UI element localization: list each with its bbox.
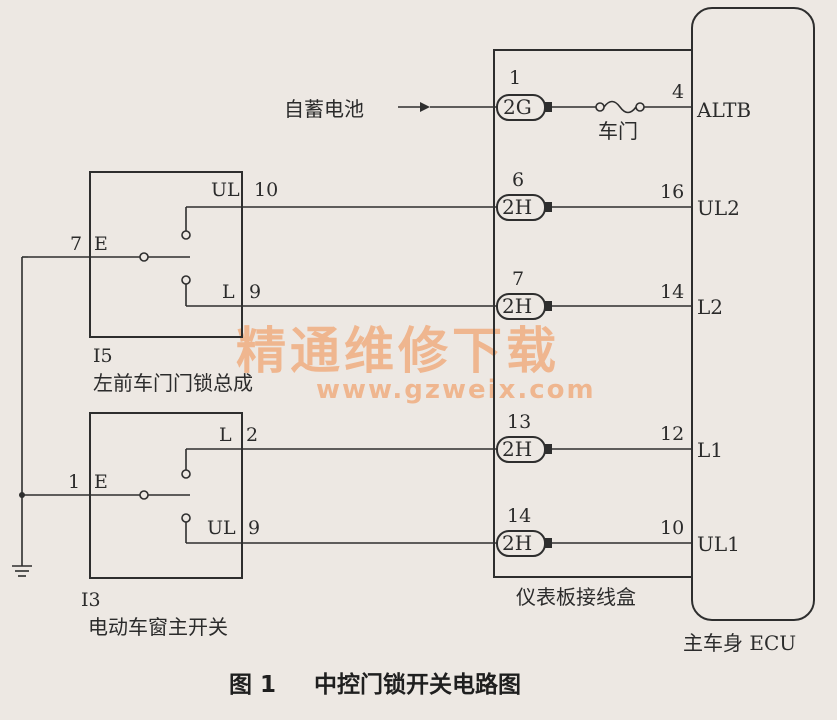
i3-bottom-label: UL <box>207 517 236 539</box>
conn-7-pin: 7 <box>512 268 524 290</box>
conn-6-pin: 6 <box>512 169 524 191</box>
ecu-pin-ul1-label: UL1 <box>697 532 740 556</box>
i5-top-pin: 10 <box>254 179 278 201</box>
i3-ground-label: E <box>94 471 108 493</box>
conn-14-terminal <box>545 538 552 548</box>
fuse-terminal-right <box>635 102 645 112</box>
i5-bottom-contact <box>181 275 191 285</box>
caption-fig: 图 1 <box>229 672 276 698</box>
conn-1-name: 2G <box>503 95 532 119</box>
i3-id: I3 <box>81 589 101 611</box>
ground-junction <box>19 492 25 498</box>
junction-box-label: 仪表板接线盒 <box>516 585 636 609</box>
i5-bottom-label: L <box>222 281 235 303</box>
fuse-label: 车门 <box>598 119 638 143</box>
conn-14-pin: 14 <box>507 505 531 527</box>
conn-7-terminal <box>545 301 552 311</box>
switch-i5-box <box>89 171 243 338</box>
caption-title: 中控门锁开关电路图 <box>314 671 521 698</box>
i5-bottom-pin: 9 <box>249 281 261 303</box>
i5-top-contact <box>181 230 191 240</box>
i3-bottom-pin: 9 <box>248 517 260 539</box>
ecu-pin-l2-label: L2 <box>697 295 723 319</box>
battery-label: 自蓄电池 <box>284 97 364 121</box>
conn-1-pin: 1 <box>509 67 521 89</box>
conn-13-pin: 13 <box>507 411 531 433</box>
i5-name: 左前车门门锁总成 <box>93 371 253 395</box>
watermark-url: www.gzweix.com <box>316 375 596 405</box>
fuse-terminal-left <box>595 102 605 112</box>
i5-id: I5 <box>93 345 113 367</box>
ecu-pin-ul1-num: 10 <box>660 517 684 539</box>
junction-box <box>493 49 693 578</box>
i5-ground-pin: 7 <box>70 233 82 255</box>
conn-6-terminal <box>545 202 552 212</box>
conn-6-name: 2H <box>502 195 532 219</box>
ecu-pin-altb-label: ALTB <box>696 98 751 122</box>
ecu-pin-altb-num: 4 <box>672 81 684 103</box>
i5-pivot <box>139 252 149 262</box>
ecu-pin-ul2-label: UL2 <box>697 196 740 220</box>
ecu-pin-l2-num: 14 <box>660 281 684 303</box>
i3-top-label: L <box>219 424 232 446</box>
ecu-pin-ul2-num: 16 <box>660 181 684 203</box>
i3-top-contact <box>181 469 191 479</box>
watermark-cn: 精通维修下载 <box>236 322 560 380</box>
ecu-pin-l1-label: L1 <box>697 438 723 462</box>
i3-pivot <box>139 490 149 500</box>
i5-top-label: UL <box>211 179 240 201</box>
i5-ground-label: E <box>94 233 108 255</box>
conn-14-name: 2H <box>502 531 532 555</box>
conn-1-terminal <box>545 102 552 112</box>
body-ecu-label: 主车身 ECU <box>683 631 796 655</box>
i3-bottom-contact <box>181 513 191 523</box>
ecu-pin-l1-num: 12 <box>660 423 684 445</box>
conn-13-name: 2H <box>502 437 532 461</box>
i3-ground-pin: 1 <box>68 471 80 493</box>
i3-name: 电动车窗主开关 <box>88 615 228 639</box>
battery-arrow <box>420 102 430 112</box>
conn-7-name: 2H <box>502 294 532 318</box>
conn-13-terminal <box>545 444 552 454</box>
fuse-icon <box>603 100 637 114</box>
i3-top-pin: 2 <box>246 424 258 446</box>
